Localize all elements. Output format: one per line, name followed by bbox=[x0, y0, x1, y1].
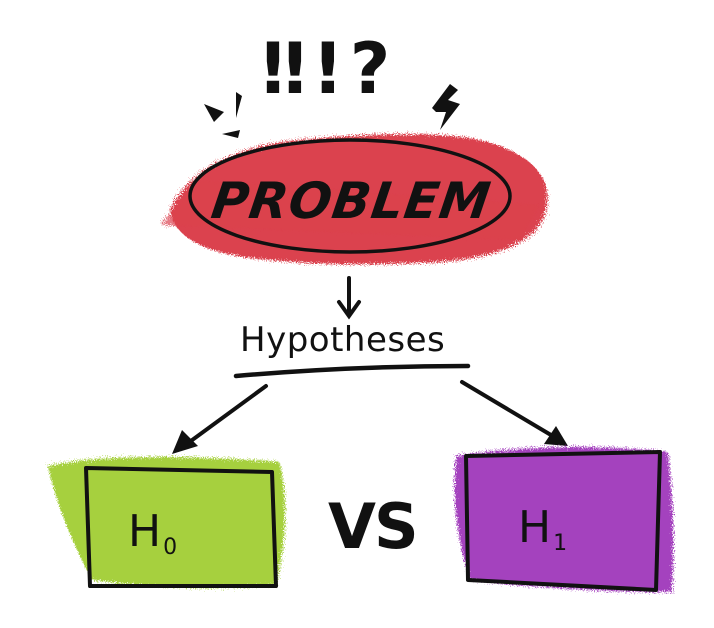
arrow-right-icon bbox=[460, 380, 558, 440]
problem-scribble bbox=[160, 134, 548, 265]
problem-label: PROBLEM bbox=[207, 172, 495, 230]
alternative-hypothesis-scribble bbox=[454, 446, 674, 592]
arrow-left-icon bbox=[182, 384, 268, 448]
hypotheses-label: Hypotheses bbox=[240, 320, 446, 360]
alternative-hypothesis-subscript: 1 bbox=[553, 531, 568, 556]
alternative-hypothesis-label: H1 bbox=[518, 502, 568, 556]
arrow-down-icon bbox=[337, 276, 361, 320]
exclamation-marks: ‼!? bbox=[262, 28, 397, 110]
alternative-hypothesis-symbol: H bbox=[518, 502, 552, 553]
alternative-hypothesis-box bbox=[464, 450, 662, 592]
null-hypothesis-box bbox=[84, 466, 278, 588]
problem-ellipse bbox=[188, 138, 512, 254]
null-hypothesis-scribble bbox=[48, 456, 286, 588]
null-hypothesis-subscript: 0 bbox=[163, 535, 178, 560]
hypotheses-underline bbox=[233, 363, 471, 379]
burst-marks bbox=[204, 84, 460, 138]
null-hypothesis-label: H0 bbox=[128, 506, 178, 560]
null-hypothesis-symbol: H bbox=[128, 506, 162, 557]
versus-label: VS bbox=[328, 490, 419, 563]
